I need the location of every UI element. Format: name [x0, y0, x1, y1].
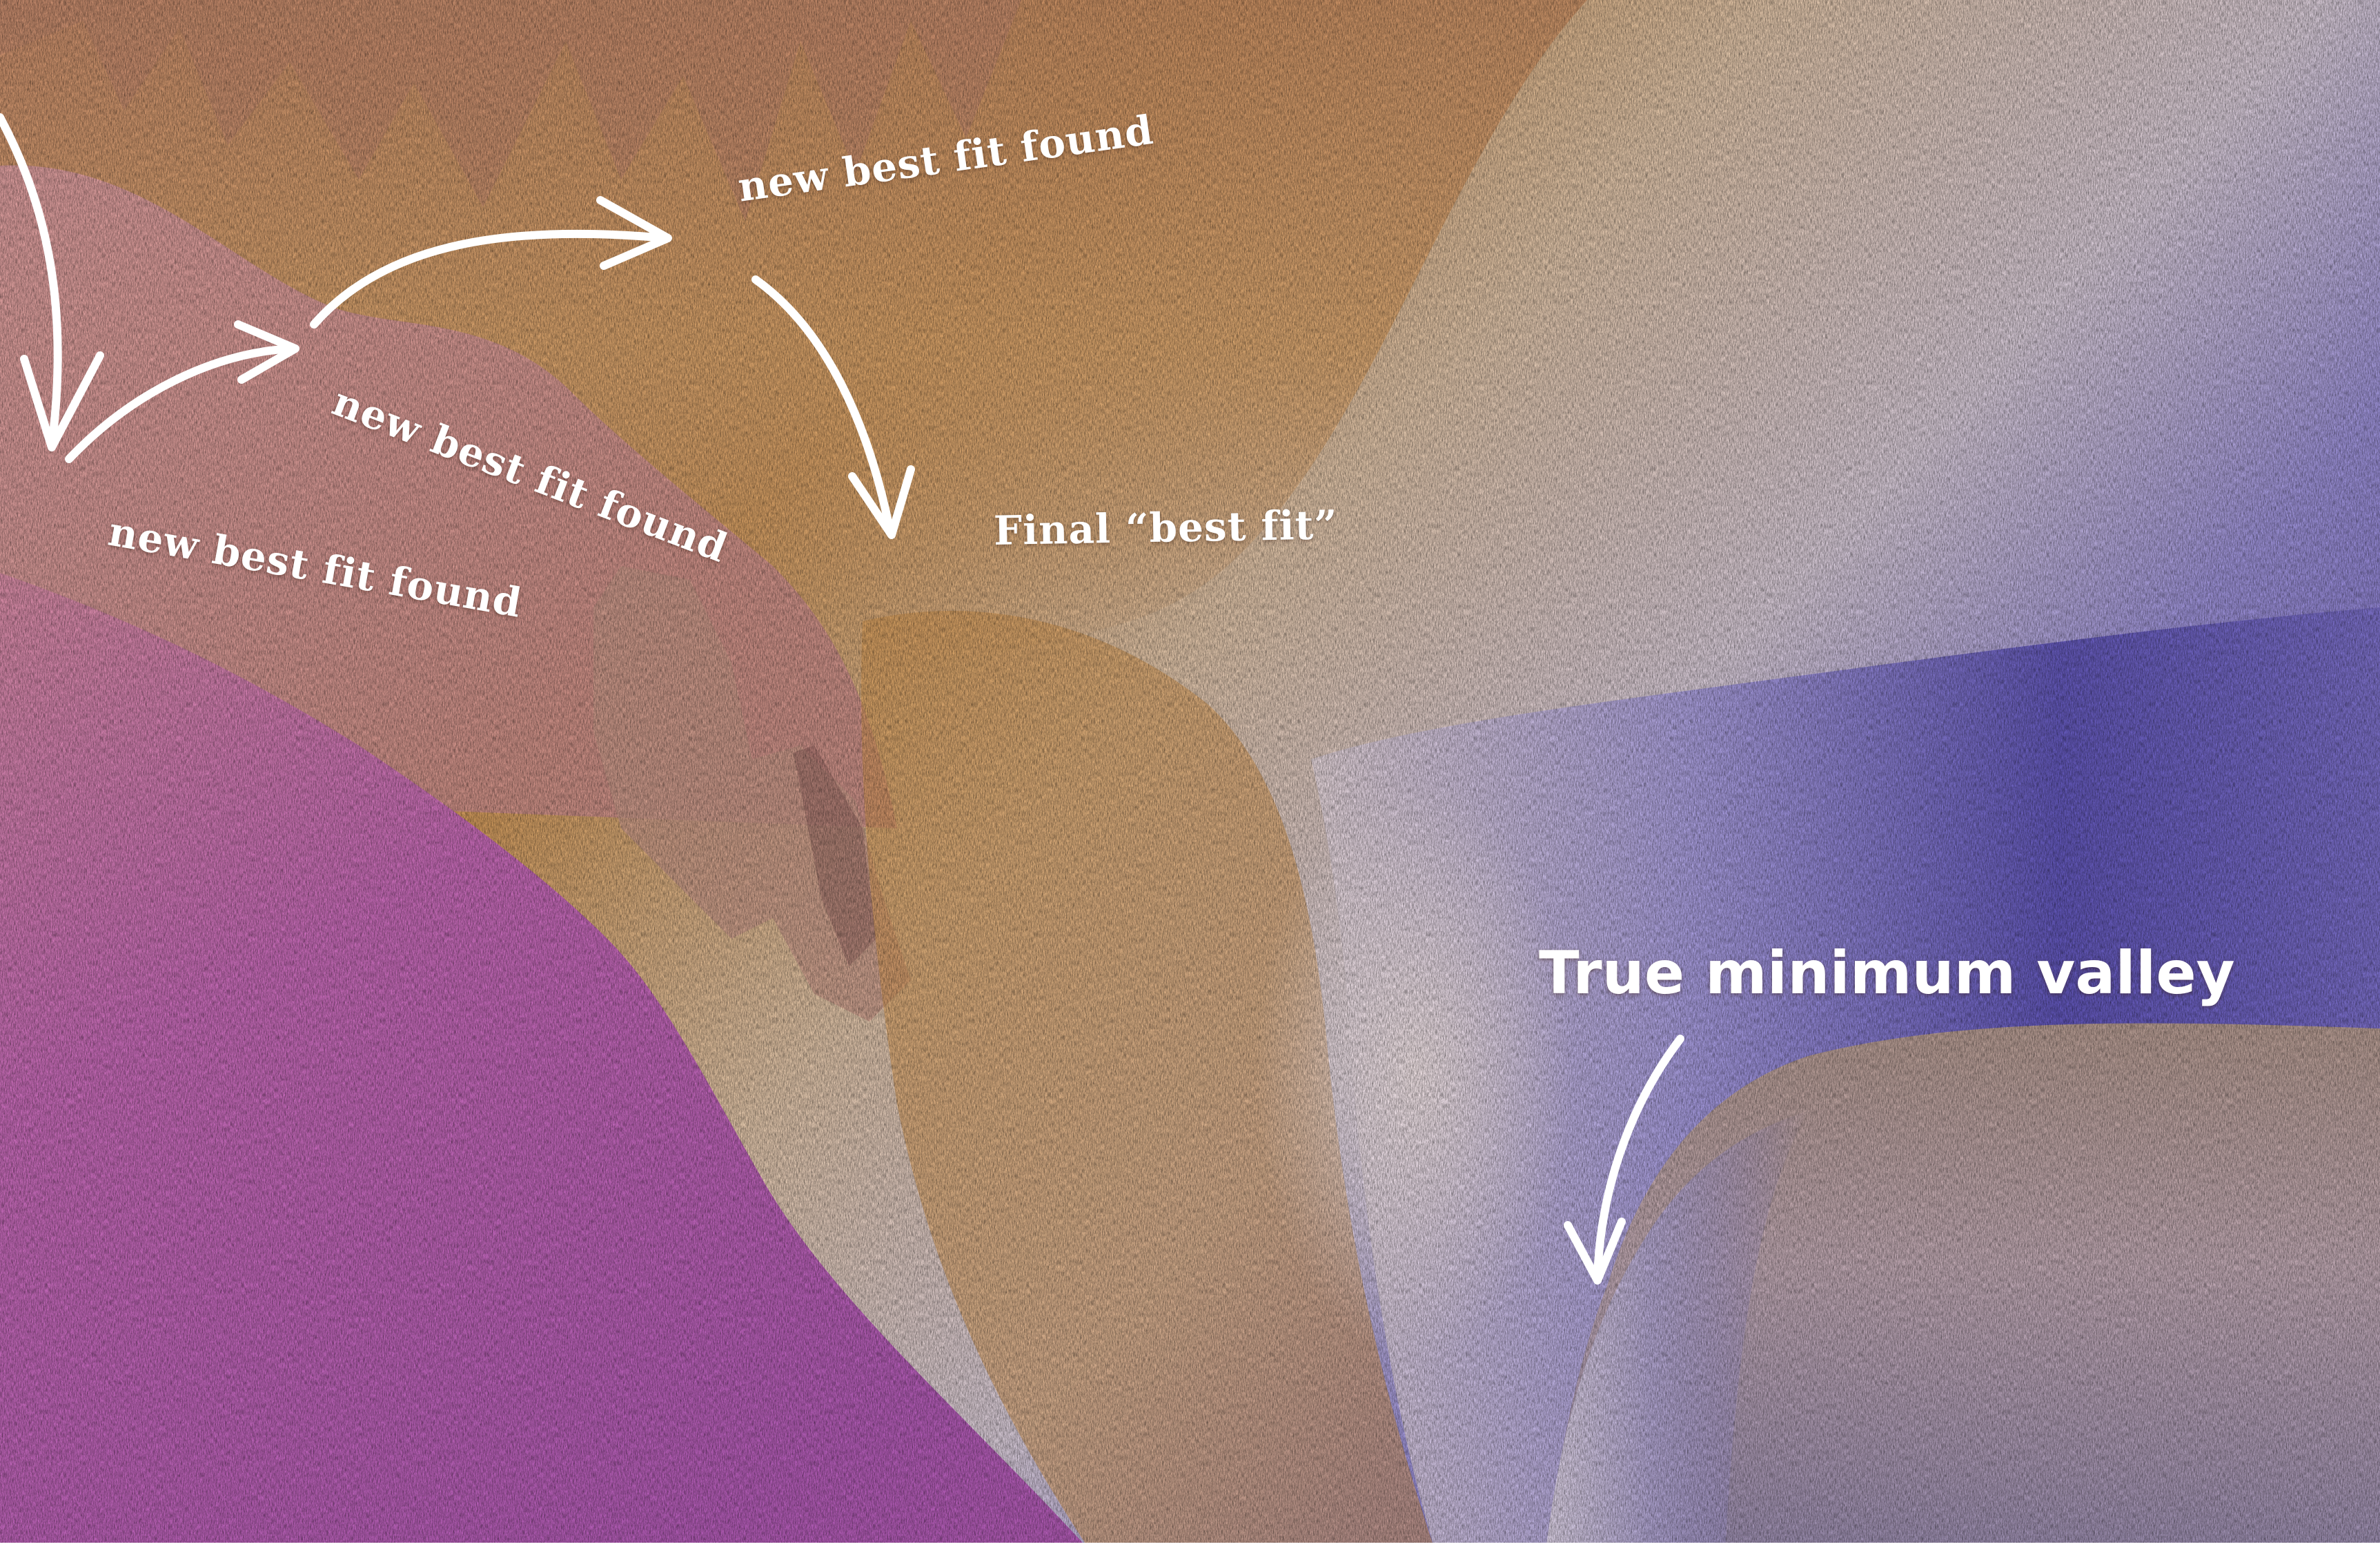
annotation-true-minimum-valley: True minimum valley: [1539, 939, 2235, 1008]
annotation-final-best-fit: Final “best fit”: [993, 501, 1338, 554]
bottom-edge: [0, 1543, 2380, 1551]
